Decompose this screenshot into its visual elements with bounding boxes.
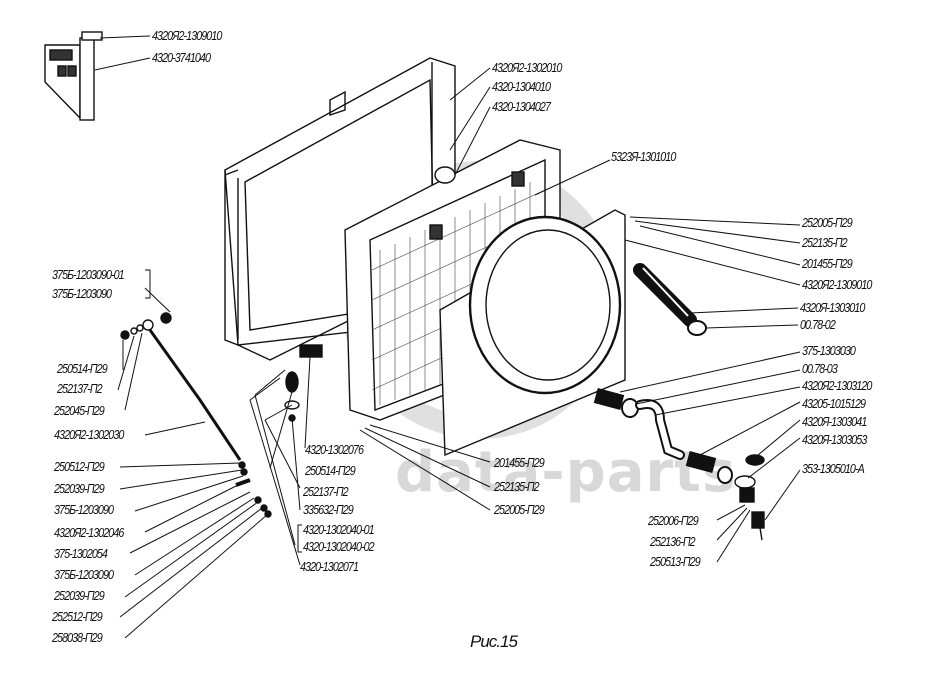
part-label: 201455-П29 xyxy=(802,257,853,271)
part-label: 4320Я2-1302046 xyxy=(54,526,124,540)
part-label: 4320-1302076 xyxy=(305,443,364,457)
part-label: 4320-3741040 xyxy=(152,51,211,65)
figure-caption: Рис.15 xyxy=(470,632,518,651)
part-label: 252039-П29 xyxy=(54,482,105,496)
part-label: 4320Я2-1303120 xyxy=(802,379,872,393)
part-label: 250514-П29 xyxy=(305,464,356,478)
part-label: 4320Я2-1309010 xyxy=(802,278,872,292)
part-label: 252135-П2 xyxy=(802,236,848,250)
part-label: 4320Я2-1302030 xyxy=(54,428,124,442)
upper-hose-drawing xyxy=(633,263,707,336)
leader-lines xyxy=(94,35,801,639)
part-label: 00.78-03 xyxy=(802,362,838,376)
part-label: 335632-П29 xyxy=(303,503,354,517)
part-label: 375Б-1203090 xyxy=(52,287,112,301)
part-label: 4320-1304027 xyxy=(492,100,551,114)
part-label: 252135-П2 xyxy=(494,480,540,494)
part-label: 4320Я2-1309010 xyxy=(152,29,222,43)
part-label: 252005-П29 xyxy=(494,503,545,517)
part-label: 252006-П29 xyxy=(648,514,699,528)
part-label: 4320-1302071 xyxy=(300,560,359,574)
drain-tap-drawing xyxy=(734,475,765,541)
part-label: 250513-П29 xyxy=(650,555,701,569)
part-label: 4320Я-1303010 xyxy=(800,301,865,315)
part-label: 252039-П29 xyxy=(54,589,105,603)
part-label: 252137-П2 xyxy=(303,485,349,499)
part-label: 4320-1302040-01 xyxy=(303,523,375,537)
fan-shroud-drawing xyxy=(439,209,626,457)
part-label: 375Б-1203090-01 xyxy=(52,268,125,282)
part-label: 375Б-1203090 xyxy=(54,503,114,517)
part-label: 252136-П2 xyxy=(650,535,696,549)
part-label: 375-1303030 xyxy=(802,344,856,358)
part-label: 252045-П29 xyxy=(54,404,105,418)
part-label: 00.78-02 xyxy=(800,318,836,332)
center-support-drawing xyxy=(284,344,323,422)
part-label: 5323Я-1301010 xyxy=(611,150,676,164)
part-label: 375Б-1203090 xyxy=(54,568,114,582)
lower-pipe-drawing xyxy=(593,388,765,484)
part-label: 375-1302054 xyxy=(54,547,108,561)
part-label: 353-1305010-А xyxy=(802,462,865,476)
part-label: 252512-П29 xyxy=(52,610,103,624)
bracket-plate-drawing xyxy=(44,31,103,121)
part-label: 4320-1302040-02 xyxy=(303,540,375,554)
part-label: 252005-П29 xyxy=(802,216,853,230)
part-label: 258038-П29 xyxy=(52,631,103,645)
part-label: 250514-П29 xyxy=(57,362,108,376)
part-label: 43205-1015129 xyxy=(802,397,866,411)
part-label: 201455-П29 xyxy=(494,456,545,470)
part-label: 4320Я2-1302010 xyxy=(492,61,562,75)
part-label: 4320Я-1303041 xyxy=(802,415,867,429)
part-label: 4320Я-1303053 xyxy=(802,433,867,447)
part-label: 4320-1304010 xyxy=(492,80,551,94)
tie-rod-drawing xyxy=(120,312,272,518)
part-label: 250512-П29 xyxy=(54,460,105,474)
part-label: 252137-П2 xyxy=(57,382,103,396)
